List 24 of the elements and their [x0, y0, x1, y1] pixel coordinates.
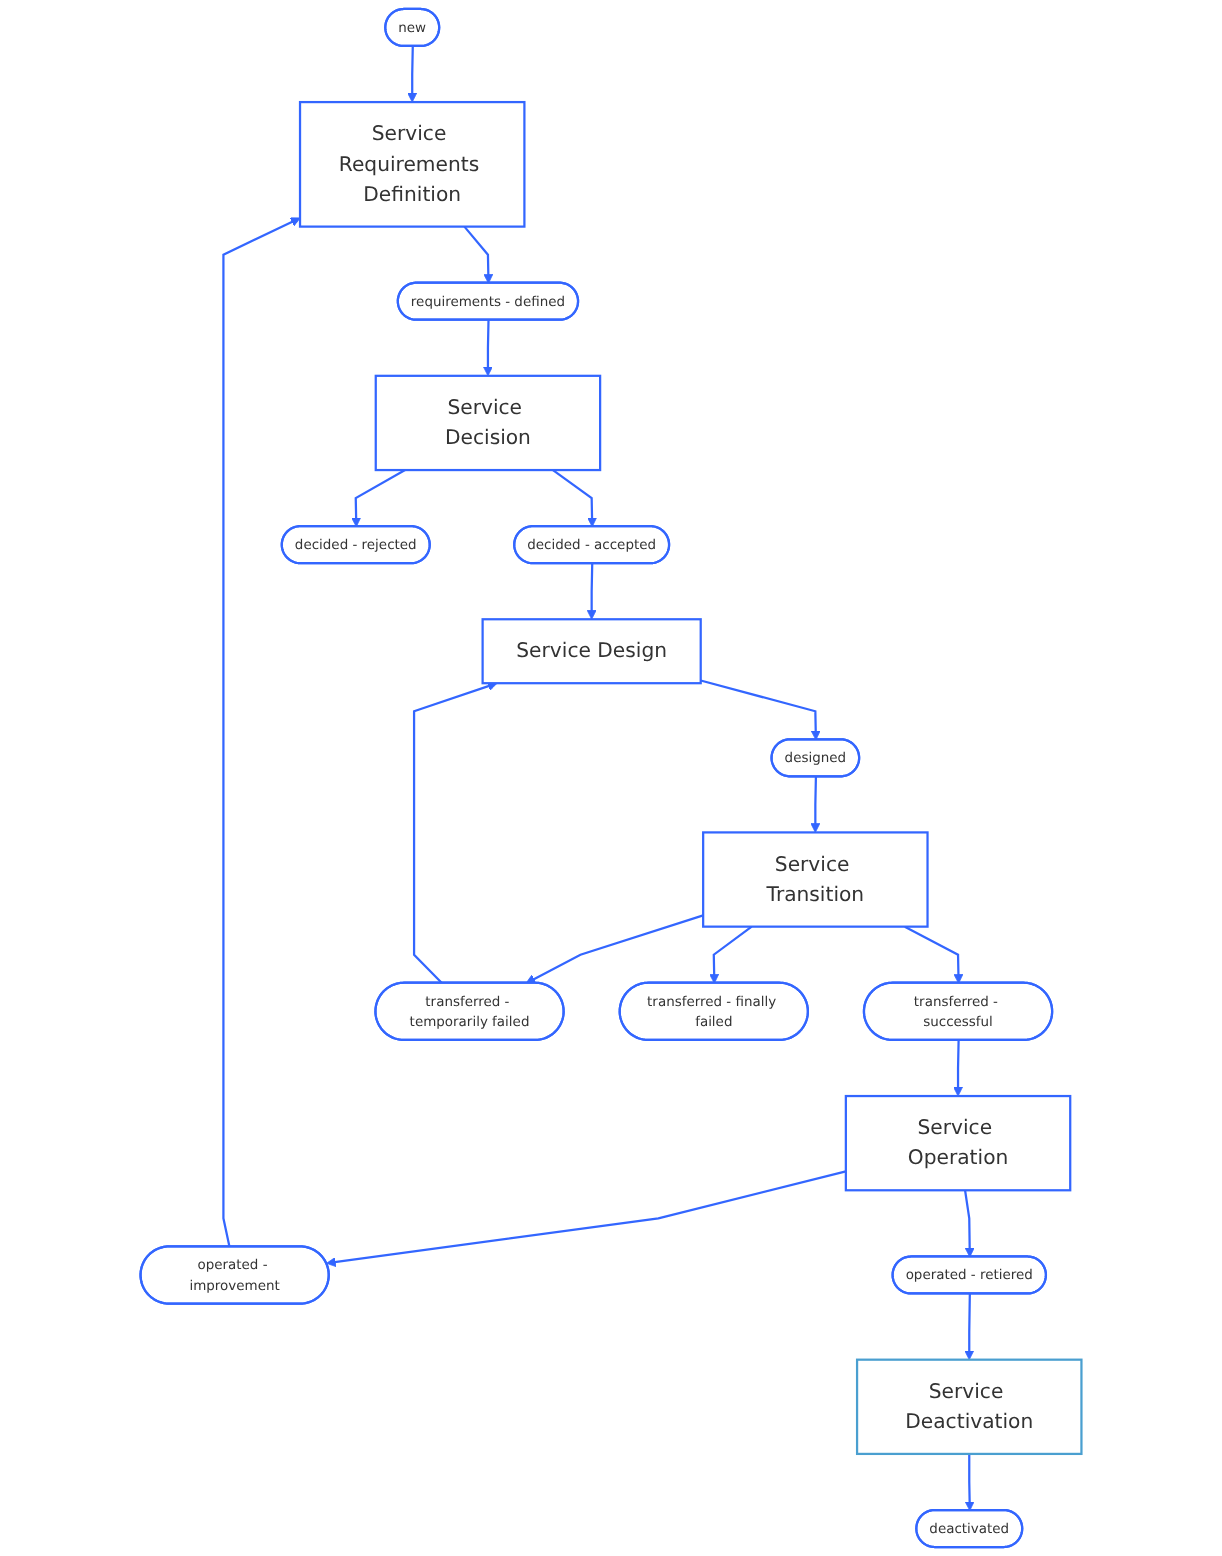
node-box: Service Decision	[374, 374, 602, 472]
arrow	[412, 681, 498, 985]
node-box: Service Transition	[702, 831, 929, 928]
node-box: Service Design	[481, 618, 702, 685]
arrow	[222, 217, 301, 1248]
arrow	[483, 320, 493, 377]
arrow	[700, 679, 821, 741]
arrow	[552, 469, 597, 528]
arrow	[964, 1294, 975, 1361]
node-box: Service Deactivation	[855, 1358, 1083, 1456]
arrow	[904, 925, 964, 984]
arrow	[407, 46, 418, 103]
arrow	[351, 469, 406, 528]
arrow	[586, 563, 597, 620]
arrow	[953, 1040, 963, 1097]
node-box: Service Requirements Definition	[298, 100, 526, 228]
arrow	[709, 925, 753, 984]
node-box: Service Operation	[844, 1094, 1072, 1192]
arrow	[963, 1190, 975, 1258]
arrow	[964, 1453, 975, 1511]
arrow	[810, 776, 821, 833]
arrow	[525, 914, 704, 984]
arrow	[326, 1170, 847, 1267]
arrow	[463, 225, 494, 284]
